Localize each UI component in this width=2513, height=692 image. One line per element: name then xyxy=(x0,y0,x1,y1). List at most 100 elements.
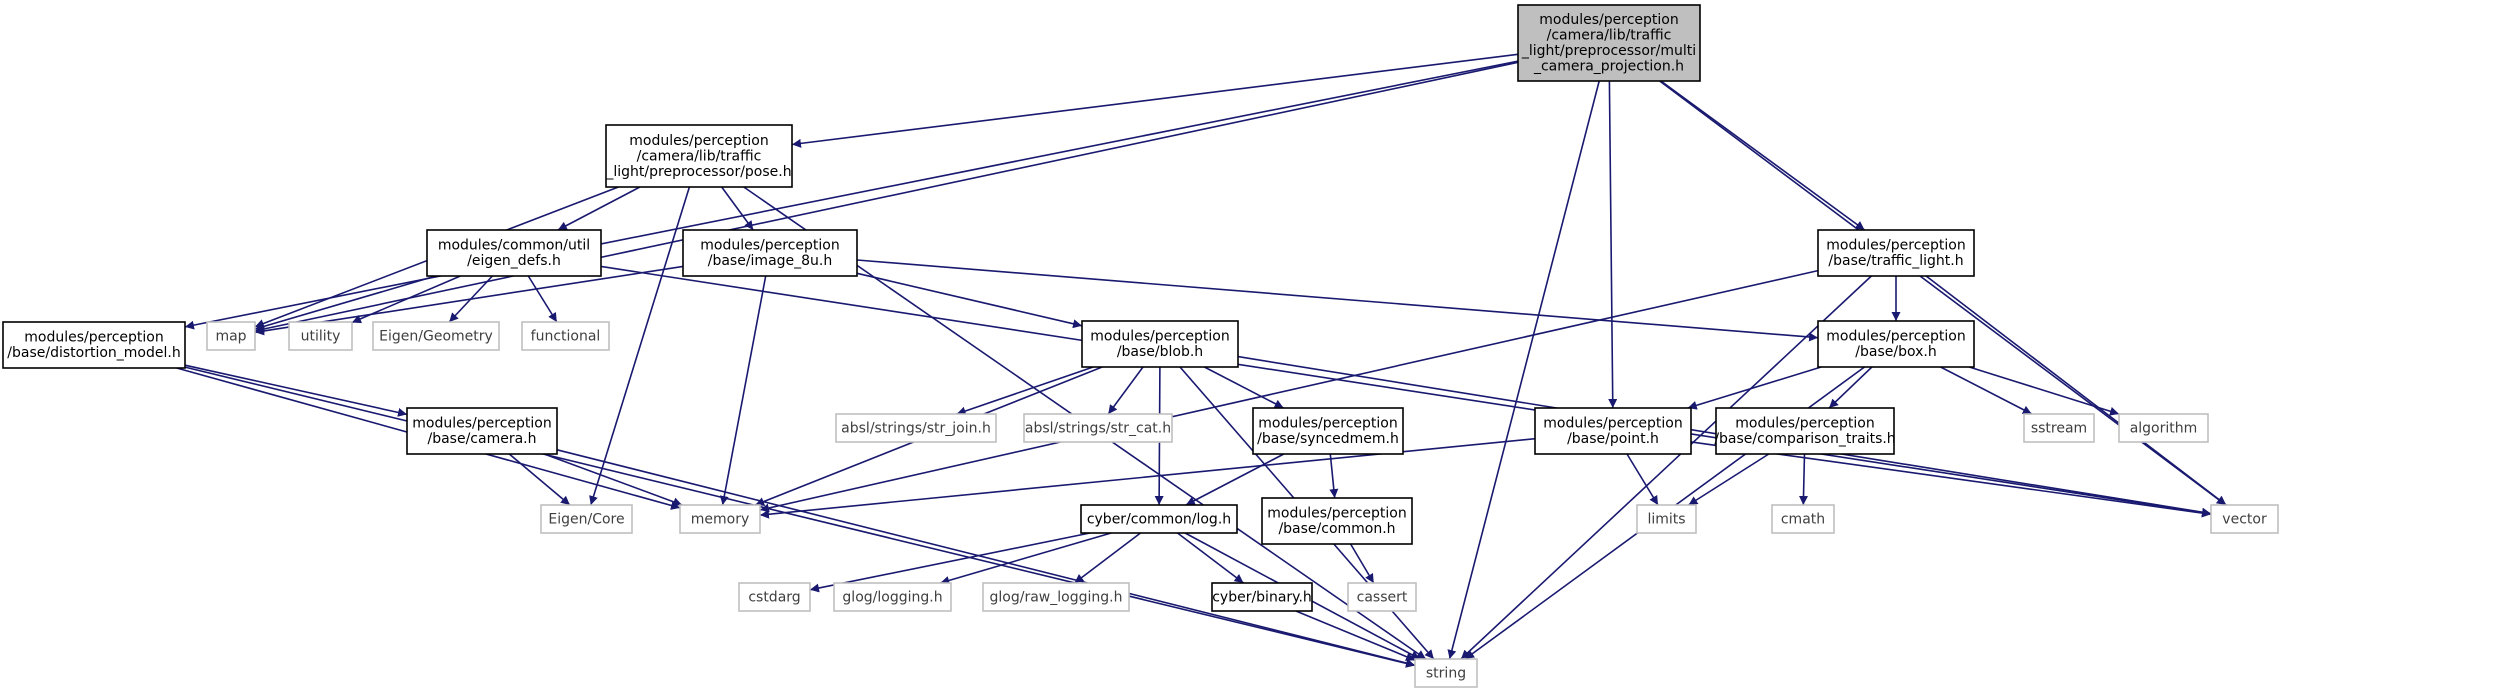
node-label-line: modules/perception xyxy=(1539,12,1678,28)
node-label-line: modules/common/util xyxy=(438,238,590,254)
node-common[interactable]: modules/perception/base/common.h xyxy=(1261,497,1413,545)
node-cmath: cmath xyxy=(1771,504,1835,534)
node-box xyxy=(2023,413,2095,443)
node-label-line: /base/distortion_model.h xyxy=(7,345,180,361)
node-label-line: limits xyxy=(1647,511,1685,527)
node-box xyxy=(1211,582,1313,612)
edge-traffic-light-to-vector xyxy=(1925,275,2227,506)
node-box xyxy=(540,504,633,534)
edge-log-to-binary xyxy=(1177,532,1244,584)
edge-pose-to-eigen-defs xyxy=(557,186,641,231)
node-label-line: /base/box.h xyxy=(1855,344,1936,360)
node-eigen-defs[interactable]: modules/common/util/eigen_defs.h xyxy=(426,229,602,277)
edge-pose-to-image8u xyxy=(721,186,754,231)
node-str-cat: absl/strings/str_cat.h xyxy=(1023,413,1173,443)
edge-traffic-light-to-memory xyxy=(759,269,1819,513)
node-label-line: sstream xyxy=(2031,420,2087,436)
header-nodes: modules/perception/camera/lib/traffic_li… xyxy=(2,4,2279,688)
node-map: map xyxy=(206,321,256,351)
edge-log-to-glog-raw xyxy=(1074,532,1141,584)
node-memory: memory xyxy=(679,504,761,534)
node-traffic-light[interactable]: modules/perception/base/traffic_light.h xyxy=(1817,229,1975,277)
node-label-line: glog/logging.h xyxy=(842,589,942,605)
edge-image8u-to-box xyxy=(856,259,1819,342)
node-image8u[interactable]: modules/perception/base/image_8u.h xyxy=(682,229,858,277)
node-vector: vector xyxy=(2210,504,2279,534)
node-eigen-geometry: Eigen/Geometry xyxy=(372,321,500,351)
node-str-join: absl/strings/str_join.h xyxy=(835,413,997,443)
node-distortion[interactable]: modules/perception/base/distortion_model… xyxy=(2,321,186,369)
node-label-line: modules/perception xyxy=(1735,416,1874,432)
edge-camera-to-string xyxy=(556,449,1416,668)
node-string: string xyxy=(1414,658,1478,688)
node-box xyxy=(1534,407,1692,455)
node-pose[interactable]: modules/perception/camera/lib/traffic_li… xyxy=(605,124,793,188)
node-label-line: cyber/common/log.h xyxy=(1087,511,1231,527)
node-box xyxy=(1817,229,1975,277)
node-point[interactable]: modules/perception/base/point.h xyxy=(1534,407,1692,455)
node-label-line: /base/common.h xyxy=(1278,521,1395,537)
node-blob[interactable]: modules/perception/base/blob.h xyxy=(1081,320,1239,368)
node-box xyxy=(835,413,997,443)
node-label-line: cyber/binary.h xyxy=(1212,589,1312,605)
node-syncedmem[interactable]: modules/perception/base/syncedmem.h xyxy=(1252,407,1404,455)
node-label-line: functional xyxy=(531,328,601,344)
node-log[interactable]: cyber/common/log.h xyxy=(1080,504,1238,534)
node-cassert: cassert xyxy=(1347,582,1417,612)
node-label-line: vector xyxy=(2222,511,2267,527)
edge-pose-to-eigen-core xyxy=(589,186,691,506)
node-glog-logging: glog/logging.h xyxy=(833,582,952,612)
node-limits: limits xyxy=(1636,504,1697,534)
node-box xyxy=(1517,4,1701,82)
edge-root-to-traffic-light xyxy=(1660,80,1866,231)
node-algorithm: algorithm xyxy=(2118,413,2209,443)
node-label-line: algorithm xyxy=(2130,420,2198,436)
node-label-line: cassert xyxy=(1357,589,1408,605)
node-box xyxy=(1261,497,1413,545)
node-box xyxy=(833,582,952,612)
edge-box-to-point xyxy=(1687,366,1822,410)
node-label-line: absl/strings/str_join.h xyxy=(841,420,991,436)
node-camera[interactable]: modules/perception/base/camera.h xyxy=(406,407,558,455)
edge-root-to-point xyxy=(1608,80,1618,409)
node-label-line: cmath xyxy=(1781,511,1825,527)
edge-root-to-pose xyxy=(791,53,1519,148)
node-box xyxy=(982,582,1130,612)
node-box xyxy=(2118,413,2209,443)
node-box xyxy=(206,321,256,351)
node-label-line: modules/perception xyxy=(700,238,839,254)
node-box xyxy=(426,229,602,277)
node-label-line: modules/perception xyxy=(629,133,768,149)
edge-root-to-distortion xyxy=(184,60,1519,330)
edge-box-to-comparison xyxy=(1828,366,1873,409)
edge-comparison-to-limits xyxy=(1688,453,1770,506)
node-box xyxy=(288,321,353,351)
edge-image8u-to-memory xyxy=(719,275,767,506)
edge-syncedmem-to-log xyxy=(1185,453,1285,506)
node-label-line: memory xyxy=(691,511,750,527)
node-box xyxy=(1715,407,1895,455)
edge-eigen-defs-to-functional xyxy=(527,275,558,323)
edge-root-to-string xyxy=(1447,80,1600,660)
node-box xyxy=(1081,320,1239,368)
node-root[interactable]: modules/perception/camera/lib/traffic_li… xyxy=(1517,4,1701,82)
edge-eigen-defs-to-vector xyxy=(600,265,2212,517)
node-box xyxy=(372,321,500,351)
node-label-line: /base/traffic_light.h xyxy=(1828,253,1963,269)
node-box[interactable]: modules/perception/base/box.h xyxy=(1817,320,1975,368)
node-label-line: absl/strings/str_cat.h xyxy=(1025,420,1171,436)
node-label-line: map xyxy=(215,328,246,344)
edge-camera-to-eigen-core xyxy=(508,453,571,506)
edge-blob-to-syncedmem xyxy=(1204,366,1284,409)
node-label-line: /base/comparison_traits.h xyxy=(1714,431,1895,447)
node-eigen-core: Eigen/Core xyxy=(540,504,633,534)
node-comparison[interactable]: modules/perception/base/comparison_trait… xyxy=(1714,407,1896,455)
node-label-line: Eigen/Core xyxy=(548,511,624,527)
edge-common-to-cassert xyxy=(1349,543,1375,584)
node-label-line: modules/perception xyxy=(24,330,163,346)
edge-box-to-sstream xyxy=(1940,366,2033,415)
node-box xyxy=(1252,407,1404,455)
node-label-line: /base/syncedmem.h xyxy=(1257,431,1399,447)
node-binary[interactable]: cyber/binary.h xyxy=(1211,582,1313,612)
